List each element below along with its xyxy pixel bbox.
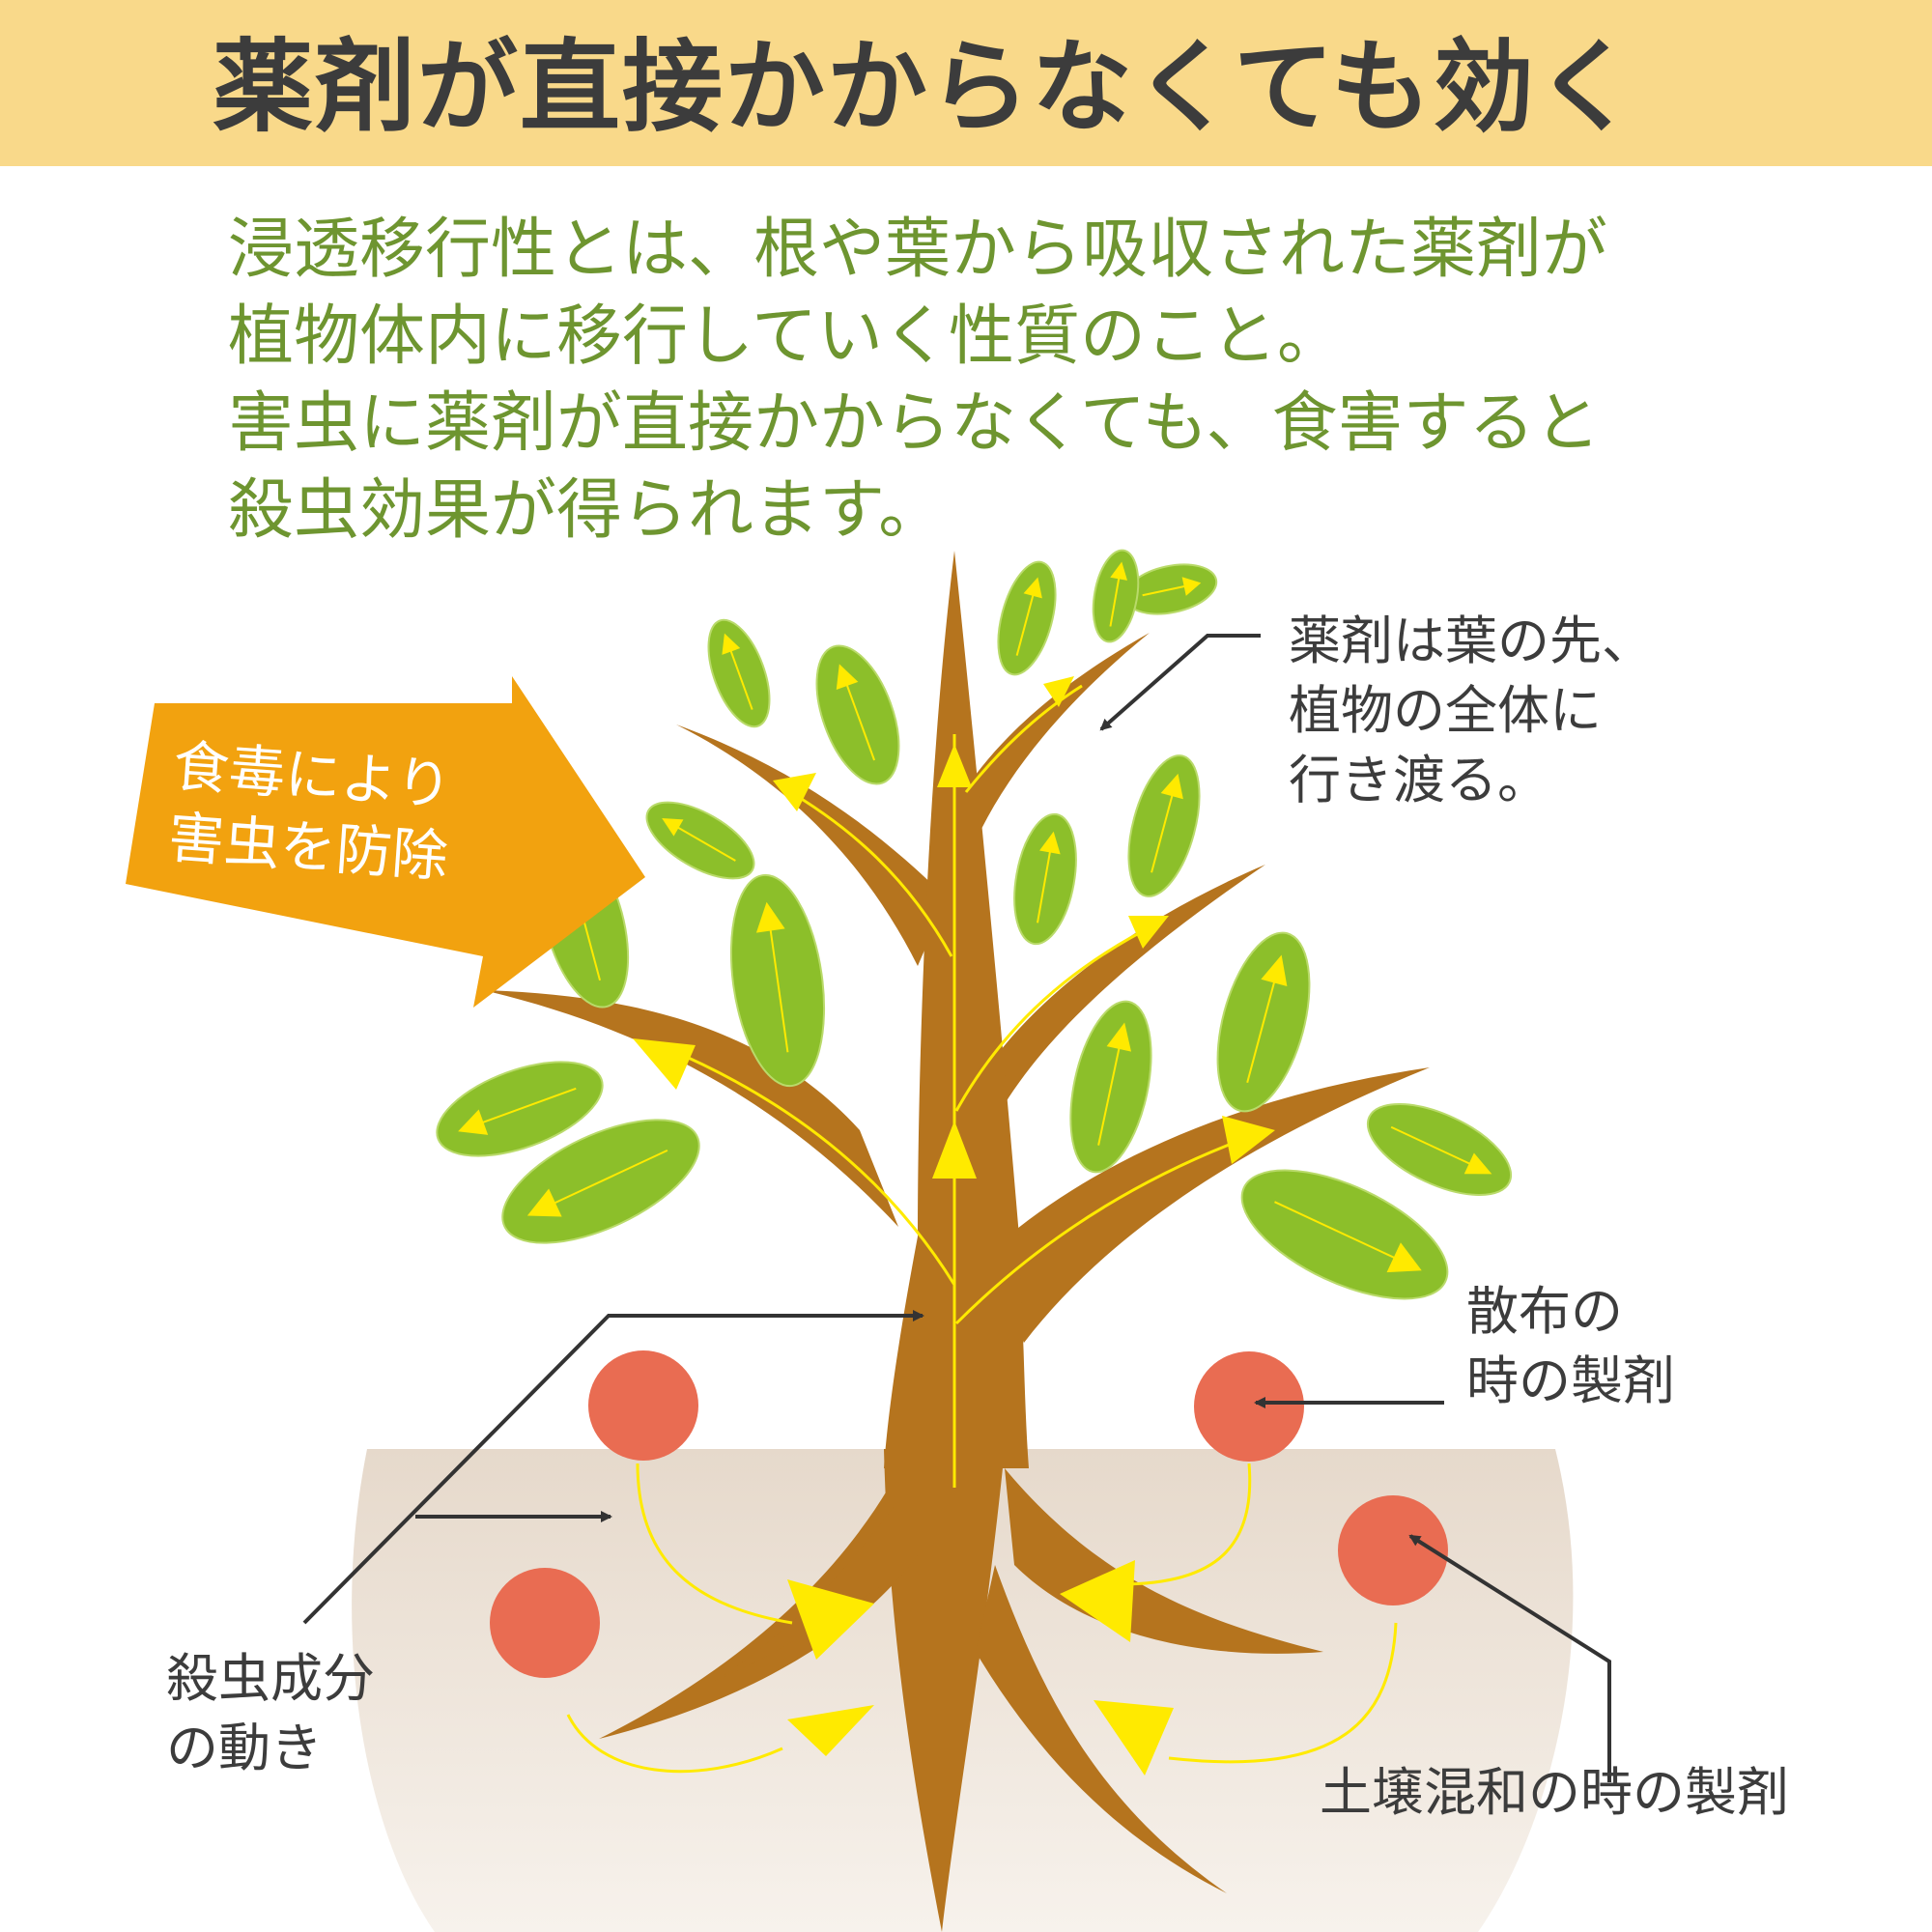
leaf <box>1069 1000 1152 1174</box>
flow-arrow-right <box>1043 676 1074 707</box>
leaf <box>997 560 1057 676</box>
leader-lines <box>302 634 1611 1782</box>
leaf <box>1092 549 1140 643</box>
branch-right-low <box>985 1067 1430 1343</box>
callout-spray: 散布の 時の製剤 <box>1466 1281 1675 1411</box>
leaf <box>1216 931 1311 1113</box>
intro-line: 浸透移行性とは、根や葉から吸収された薬剤が <box>228 212 1608 288</box>
granule-spray <box>1194 1351 1304 1462</box>
flow-arrow-left <box>633 1038 696 1090</box>
flow-arrow-right <box>1128 916 1169 949</box>
food-poison-arrow-shape <box>126 676 645 1008</box>
page-title: 薬剤が直接かからなくても効く <box>213 28 1638 146</box>
granule-spray <box>588 1350 698 1461</box>
flow-lines <box>666 684 1242 1488</box>
movement-arrow <box>1094 1700 1174 1776</box>
title-banner: 薬剤が直接かからなくても効く <box>0 0 1932 166</box>
flow-arrow-up <box>937 744 972 787</box>
flow-arrow-up <box>932 1121 977 1179</box>
branch-left-low <box>483 990 898 1227</box>
leaf <box>815 644 900 785</box>
intro-line: 殺虫効果が得られます。 <box>228 472 945 549</box>
movement-arrows <box>787 1560 1174 1776</box>
movement-arrow <box>787 1705 874 1756</box>
food-poison-label: 食毒により 害虫を防除 <box>165 732 454 890</box>
movement-curves <box>566 1463 1398 1774</box>
leaf <box>436 1061 604 1157</box>
movement-arrow <box>1060 1560 1135 1642</box>
root-right-down <box>976 1565 1227 1893</box>
leaf <box>707 618 771 728</box>
tree-trunk <box>884 551 1029 1468</box>
leaf <box>1366 1103 1513 1196</box>
granules <box>490 1350 1448 1678</box>
callout-soil: 土壌混和の時の製剤 <box>1320 1762 1789 1823</box>
root-center <box>884 1449 1005 1932</box>
leaf <box>1127 754 1201 897</box>
flow-arrows <box>633 676 1275 1179</box>
leaf <box>501 1119 700 1244</box>
intro-line: 植物体内に移行していく性質のこと。 <box>228 298 1343 375</box>
root-left-upper <box>715 1507 894 1681</box>
callout-movement: 殺虫成分 の動き <box>166 1648 375 1778</box>
branch-left-upper <box>676 724 947 966</box>
leaf <box>1240 1169 1449 1300</box>
branch-top-right <box>952 633 1150 831</box>
leaf <box>1013 812 1077 946</box>
granule-soil <box>1338 1495 1448 1605</box>
intro-line: 害虫に薬剤が直接かからなくても、食害すると <box>228 385 1601 462</box>
flow-arrow-left <box>773 773 816 811</box>
flow-arrow-right <box>1222 1116 1275 1164</box>
callout-leaf-spread: 薬剤は葉の先、 植物の全体に 行き渡る。 <box>1289 611 1654 810</box>
granule-soil <box>490 1568 600 1678</box>
leaf <box>729 873 826 1088</box>
leaf <box>645 801 755 880</box>
intro-text: 浸透移行性とは、根や葉から吸収された薬剤が 植物体内に移行していく性質のこと。 … <box>228 207 1774 554</box>
movement-arrow <box>787 1579 874 1660</box>
